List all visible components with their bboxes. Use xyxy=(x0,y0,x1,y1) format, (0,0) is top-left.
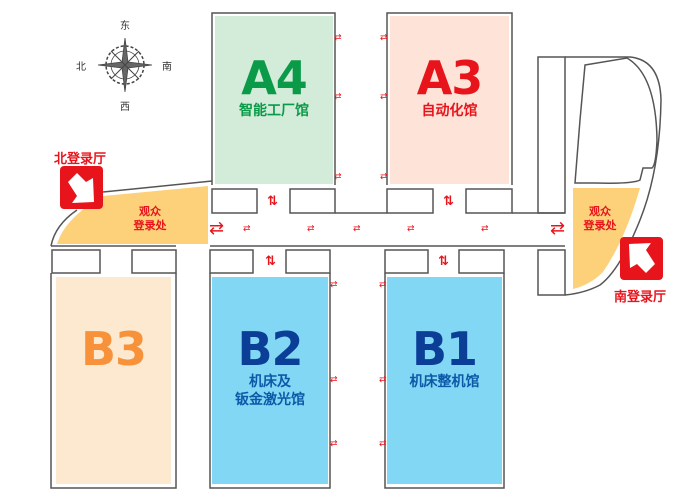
south-registration-line2: 登录处 xyxy=(583,219,617,232)
north-entrance-button[interactable] xyxy=(60,166,103,209)
compass-west-label: 西 xyxy=(120,102,130,113)
north-registration-line1: 观众 xyxy=(139,205,161,218)
compass-south-label: 南 xyxy=(162,62,172,73)
two-way-arrow-icon: ⇄ xyxy=(243,224,251,234)
hall-a4-name: 智能工厂馆 xyxy=(239,103,309,119)
south-registration-label: 观众 登录处 xyxy=(575,205,625,233)
north-registration-area xyxy=(57,186,208,244)
b2-outline xyxy=(209,273,331,489)
arrow-up-left-icon xyxy=(629,243,655,273)
two-way-arrow-icon: ⇄ xyxy=(380,172,388,182)
hall-b1-code: B1 xyxy=(411,322,478,376)
north-registration-line2: 登录处 xyxy=(133,219,167,232)
two-way-arrow-icon: ⇄ xyxy=(330,439,338,449)
hall-b2-code: B2 xyxy=(237,322,303,376)
hall-a4[interactable]: A4 智能工厂馆 xyxy=(215,16,333,184)
two-way-arrow-icon: ⇄ xyxy=(379,375,387,385)
two-way-arrow-icon: ⇄ xyxy=(380,92,388,102)
two-way-arrow-icon: ⇄ xyxy=(334,172,342,182)
two-way-arrow-icon: ⇄ xyxy=(407,224,415,234)
two-way-arrow-icon: ⇄ xyxy=(550,218,566,239)
two-way-arrow-icon: ⇄ xyxy=(307,224,315,234)
up-down-arrow-icon: ⇅ xyxy=(438,254,449,269)
two-way-arrow-icon: ⇄ xyxy=(379,280,387,290)
up-down-arrow-icon: ⇅ xyxy=(443,194,454,209)
hall-b3-code: B3 xyxy=(80,322,147,376)
compass-rose-icon xyxy=(97,37,153,93)
compass-east-label: 东 xyxy=(120,21,130,32)
compass-north-label: 北 xyxy=(76,62,86,73)
hall-a4-code: A4 xyxy=(241,51,308,105)
hall-b1-name: 机床整机馆 xyxy=(409,374,480,390)
hall-b2-name-line2: 钣金激光馆 xyxy=(235,392,305,408)
b1-outline xyxy=(384,273,505,489)
south-entrance-label: 南登录厅 xyxy=(614,290,667,305)
two-way-arrow-icon: ⇄ xyxy=(481,224,489,234)
two-way-arrow-icon: ⇄ xyxy=(380,33,388,43)
two-way-arrow-icon: ⇄ xyxy=(379,439,387,449)
hall-b2[interactable]: B2 机床及 钣金激光馆 xyxy=(212,277,328,484)
arrow-down-right-icon xyxy=(68,173,94,203)
two-way-arrow-icon: ⇄ xyxy=(334,92,342,102)
two-way-arrow-icon: ⇄ xyxy=(209,218,225,239)
south-entrance-button[interactable] xyxy=(620,237,663,280)
two-way-arrow-icon: ⇄ xyxy=(330,375,338,385)
two-way-arrow-icon: ⇄ xyxy=(353,224,361,234)
up-down-arrow-icon: ⇅ xyxy=(265,254,276,269)
b3-outline xyxy=(50,273,177,489)
hall-b2-name-line1: 机床及 xyxy=(249,374,291,390)
hall-a3-name: 自动化馆 xyxy=(421,103,478,119)
north-registration-label: 观众 登录处 xyxy=(125,205,175,233)
south-registration-area xyxy=(573,188,640,289)
two-way-arrow-icon: ⇄ xyxy=(334,33,342,43)
a3-outline xyxy=(386,12,513,185)
south-registration-line1: 观众 xyxy=(589,205,611,218)
two-way-arrow-icon: ⇄ xyxy=(330,280,338,290)
hall-a3[interactable]: A3 自动化馆 xyxy=(390,16,509,184)
a4-outline xyxy=(211,12,336,185)
north-entrance-label: 北登录厅 xyxy=(54,152,107,167)
hall-a3-code: A3 xyxy=(416,51,484,105)
hall-b3[interactable]: B3 xyxy=(56,277,171,484)
hall-b1[interactable]: B1 机床整机馆 xyxy=(387,277,502,484)
up-down-arrow-icon: ⇅ xyxy=(267,194,278,209)
